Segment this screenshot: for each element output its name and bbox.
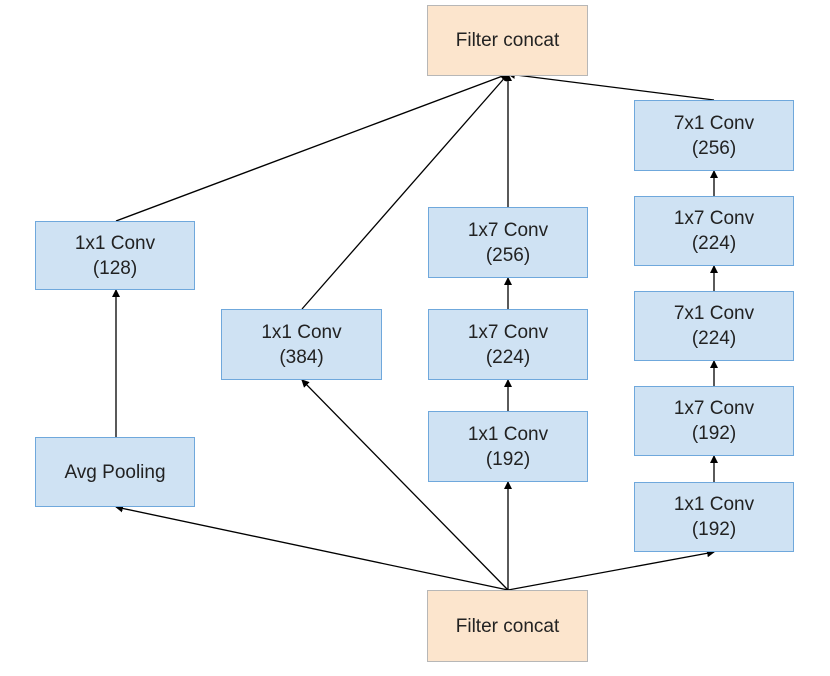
branch4-conv-1x7-192: 1x7 Conv (192) <box>634 386 794 456</box>
edge-b1-conv-to-concat <box>115 72 509 222</box>
branch2-conv-filters: (384) <box>279 346 324 368</box>
branch1-avg-pooling: Avg Pooling <box>35 437 195 507</box>
branch4-conv-7x1-256: 7x1 Conv (256) <box>634 100 794 171</box>
edge-concat-to-b2-conv <box>301 379 509 591</box>
branch4-conv-7x1-224: 7x1 Conv (224) <box>634 291 794 361</box>
branch4-conv2-label: 1x7 Conv <box>673 398 755 419</box>
branch4-conv5-filters: (256) <box>691 137 737 159</box>
branch1-conv-label: 1x1 Conv <box>74 232 156 254</box>
filter-concat-input: Filter concat <box>427 590 588 662</box>
branch4-conv1-filters: (192) <box>691 519 737 540</box>
avg-pooling-label: Avg Pooling <box>64 461 166 483</box>
branch4-conv5-label: 7x1 Conv <box>673 112 755 134</box>
branch3-conv-1x7-256: 1x7 Conv (256) <box>428 207 588 278</box>
branch4-conv3-label: 7x1 Conv <box>673 303 755 324</box>
edge-b4-conv5-to-concat <box>507 70 715 101</box>
branch4-conv-1x7-224: 1x7 Conv (224) <box>634 196 794 266</box>
branch3-conv1-filters: (192) <box>485 448 531 470</box>
filter-concat-output-label: Filter concat <box>455 30 560 51</box>
branch2-conv-label: 1x1 Conv <box>261 321 342 343</box>
edge-concat-to-b4-conv1 <box>507 549 715 591</box>
branch3-conv3-label: 1x7 Conv <box>467 219 549 241</box>
branch4-conv4-filters: (224) <box>691 233 737 254</box>
branch3-conv3-filters: (256) <box>485 244 531 266</box>
branch3-conv-1x7-224: 1x7 Conv (224) <box>428 309 588 380</box>
branch4-conv1-label: 1x1 Conv <box>673 494 755 515</box>
branch3-conv1-label: 1x1 Conv <box>467 423 549 445</box>
branch1-conv-1x1-128: 1x1 Conv (128) <box>35 221 195 290</box>
branch3-conv-1x1-192: 1x1 Conv (192) <box>428 411 588 482</box>
branch3-conv2-filters: (224) <box>485 346 531 368</box>
branch1-conv-filters: (128) <box>92 257 138 279</box>
filter-concat-input-label: Filter concat <box>455 615 560 637</box>
branch4-conv3-filters: (224) <box>691 328 737 349</box>
edge-concat-to-avgpool <box>115 504 509 591</box>
edge-b2-conv-to-concat <box>301 73 509 310</box>
branch4-conv4-label: 1x7 Conv <box>673 208 755 229</box>
branch2-conv-1x1-384: 1x1 Conv (384) <box>221 309 382 380</box>
filter-concat-output: Filter concat <box>427 5 588 76</box>
branch4-conv2-filters: (192) <box>691 423 737 444</box>
branch3-conv2-label: 1x7 Conv <box>467 321 549 343</box>
branch4-conv-1x1-192: 1x1 Conv (192) <box>634 482 794 552</box>
